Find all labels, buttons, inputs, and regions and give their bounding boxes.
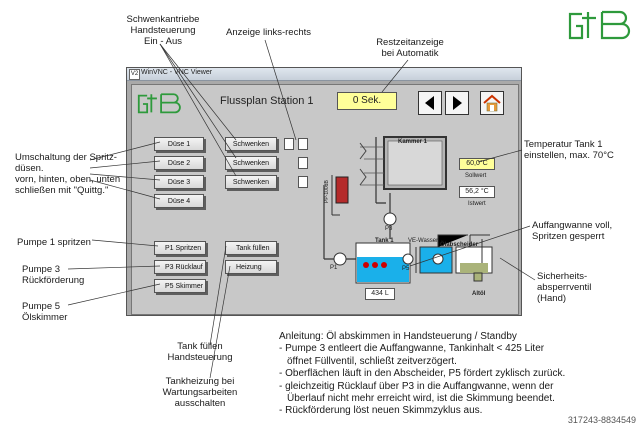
instruction-line: - Rückförderung löst neuen Skimmzyklus a… xyxy=(279,405,483,417)
home-icon xyxy=(483,94,501,112)
schwenk-2-button[interactable]: Schwenken xyxy=(225,156,277,170)
instruction-line: - Oberflächen läuft in den Abscheider, P… xyxy=(279,368,566,380)
arrow-left-icon xyxy=(425,96,434,110)
instructions-heading: Anleitung: Öl abskimmen in Handsteuerung… xyxy=(279,331,517,342)
watermark: 317243-8834549 xyxy=(567,415,636,425)
oelabscheider-label: Ölabscheider xyxy=(440,242,479,248)
duese-1-button[interactable]: Düse 1 xyxy=(154,137,204,151)
ve-wasser-label: VE-Wasser xyxy=(408,238,439,244)
schwenk-1-button[interactable]: Schwenken xyxy=(225,137,277,151)
p1-label: P1 xyxy=(330,265,338,271)
annotation-pumpe1: Pumpe 1 spritzen xyxy=(17,237,91,248)
vnc-app-icon: V2 xyxy=(129,69,140,80)
annotation-umschaltung: Umschaltung der Spritz-düsen.vorn, hinte… xyxy=(15,152,121,196)
annotation-auffang: Auffangwanne voll,Spritzen gesperrt xyxy=(532,220,613,242)
duese-3-button[interactable]: Düse 3 xyxy=(154,175,204,189)
p1-spritzen-button[interactable]: P1 Spritzen xyxy=(154,241,206,255)
prev-button[interactable] xyxy=(418,91,442,115)
tank-level-display: 434 L xyxy=(365,288,395,300)
heizung-button[interactable]: Heizung xyxy=(225,260,277,274)
p5-label: P5 xyxy=(402,266,410,272)
indicator-lr xyxy=(298,138,308,150)
p3-label: P3 xyxy=(385,226,393,232)
instruction-line: öffnet Füllventil, schließt zeitverzöger… xyxy=(287,355,457,367)
indicator-2 xyxy=(298,157,308,169)
duese-2-button[interactable]: Düse 2 xyxy=(154,156,204,170)
tank-fuellen-button[interactable]: Tank füllen xyxy=(225,241,277,255)
instructions: Anleitung: Öl abskimmen in Handsteuerung… xyxy=(279,331,565,418)
gtb-logo xyxy=(568,10,631,40)
annotation-anzeige: Anzeige links-rechts xyxy=(226,27,312,38)
process-diagram xyxy=(323,136,493,284)
indicator-3 xyxy=(298,176,308,188)
indicator-1 xyxy=(284,138,294,150)
instruction-line: Überlauf nicht mehr erreicht wird, ist d… xyxy=(287,393,555,405)
istwert-label: Istwert xyxy=(468,201,486,207)
istwert-display: 56,2 °C xyxy=(459,186,495,198)
annotation-sicherheit: Sicherheits-absperrventil(Hand) xyxy=(537,271,592,304)
tank-label: Tank 1 xyxy=(375,238,394,244)
kammer-label: Kammer 1 xyxy=(398,139,428,145)
instruction-line: - gleichzeitig Rücklauf über P3 in die A… xyxy=(279,380,554,392)
hmi-screen: Flussplan Station 1 0 Sek. Düse 1 Düse 2… xyxy=(131,84,519,315)
p3-ruecklauf-button[interactable]: P3 Rücklauf xyxy=(154,260,206,274)
home-button[interactable] xyxy=(480,91,504,115)
vnc-window: V2 WinVNC - VNC Viewer Flussplan Station… xyxy=(126,67,522,316)
p5-skimmer-button[interactable]: P5 Skimmer xyxy=(154,279,206,293)
schwenk-3-button[interactable]: Schwenken xyxy=(225,175,277,189)
timer-display: 0 Sek. xyxy=(337,92,397,110)
screen-title: Flussplan Station 1 xyxy=(220,95,314,107)
duese-4-button[interactable]: Düse 4 xyxy=(154,194,204,208)
instruction-line: - Pumpe 3 entleert die Auffangwanne, Tan… xyxy=(279,343,545,355)
sollwert-input[interactable]: 60,0°C xyxy=(459,158,495,170)
sollwert-label: Sollwert xyxy=(465,173,487,179)
arrow-right-icon xyxy=(453,96,462,110)
next-button[interactable] xyxy=(445,91,469,115)
altoel-label: Altöl xyxy=(472,291,486,297)
hmi-logo xyxy=(137,93,181,114)
